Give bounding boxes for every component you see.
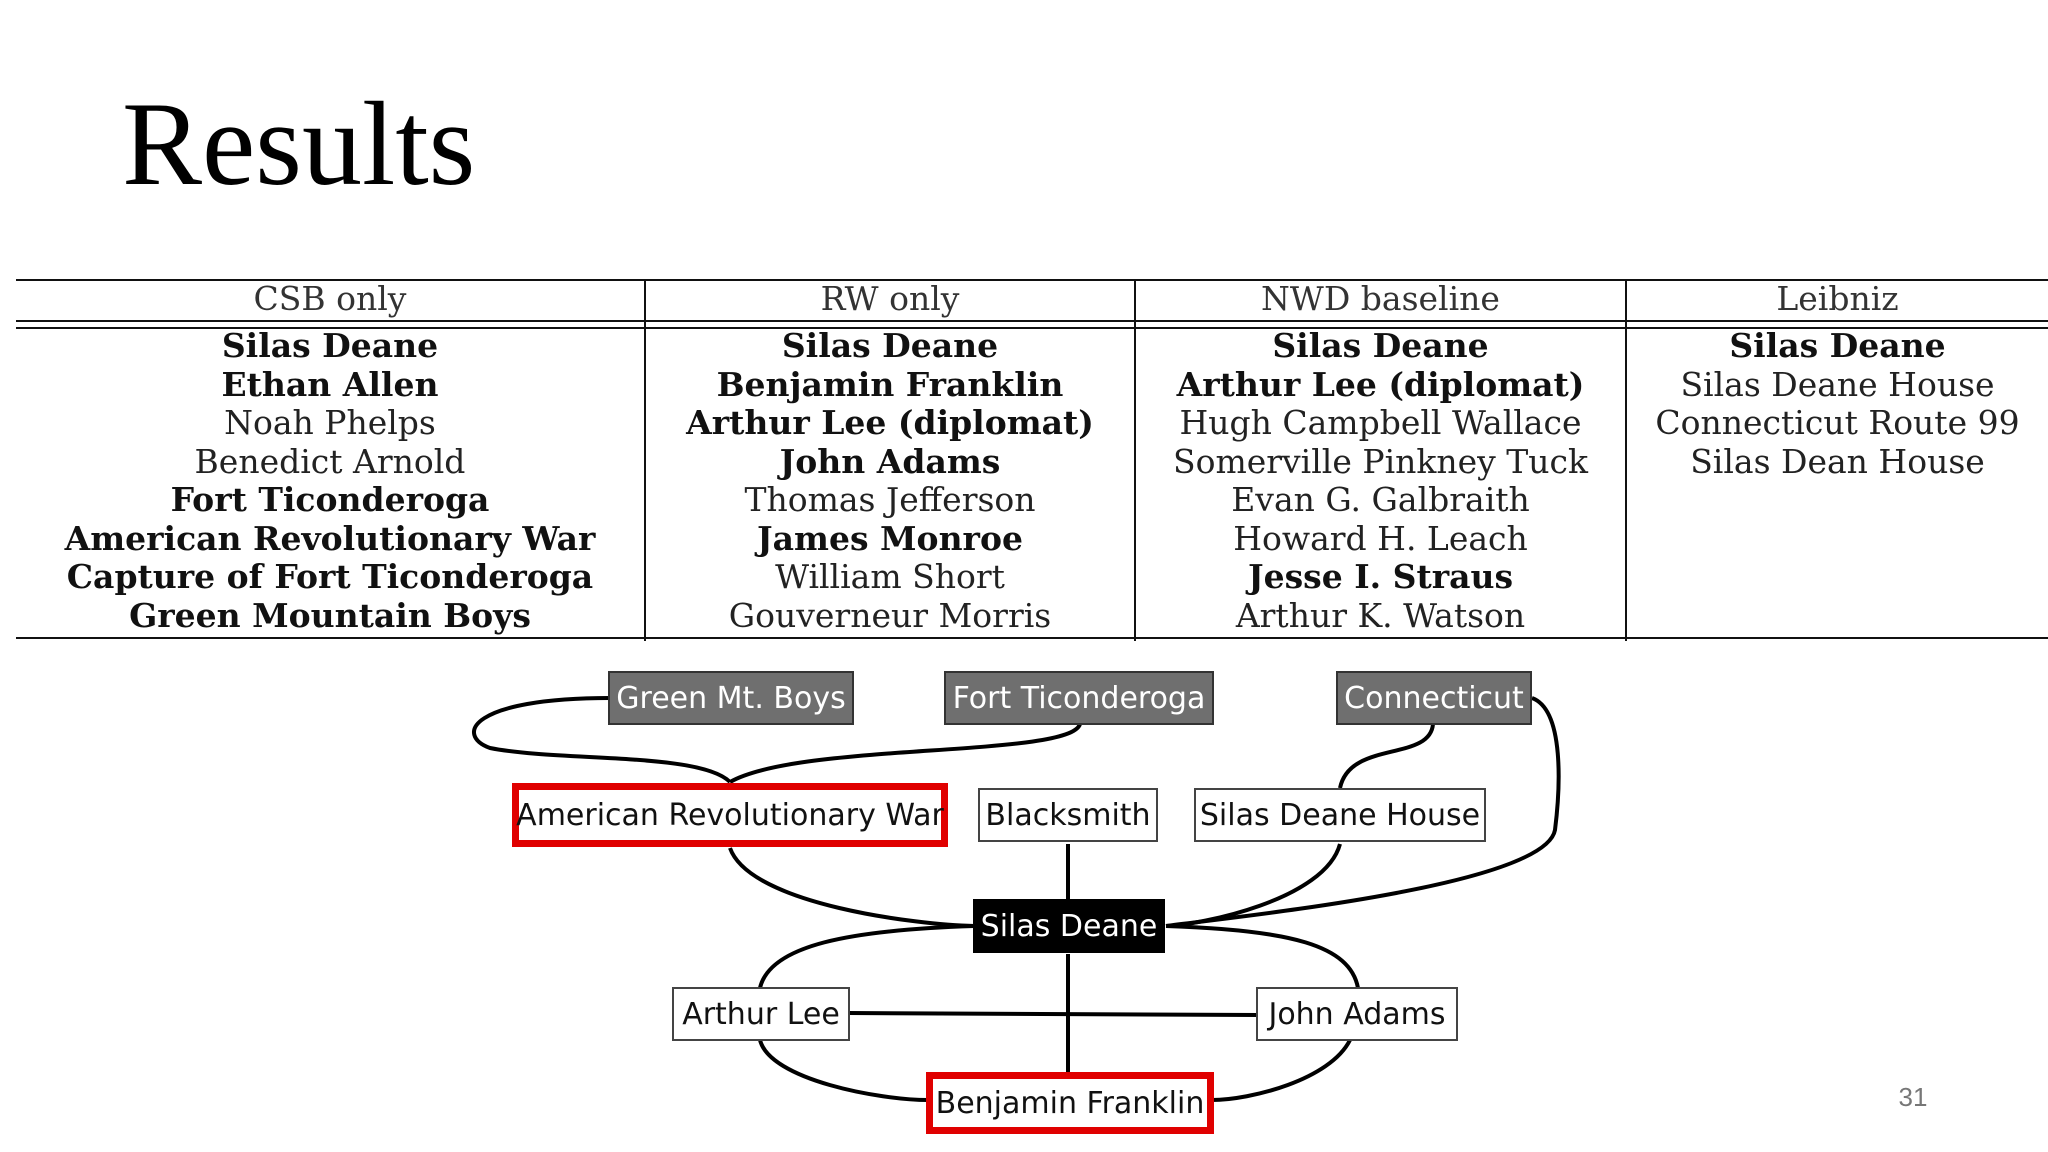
column-header-leibniz: Leibniz [1776, 279, 1899, 318]
table-cell: Jesse I. Straus [1247, 557, 1514, 596]
node-silas-deane: Silas Deane [973, 899, 1165, 953]
table-cell: Connecticut Route 99 [1655, 403, 2020, 442]
edge-arw-silas-deane [728, 847, 975, 928]
results-table: CSB only RW only NWD baseline Leibniz Si… [16, 279, 2048, 641]
column-header-nwd-baseline: NWD baseline [1261, 279, 1500, 318]
table-divider-2 [1134, 279, 1136, 641]
table-cell: Silas Dean House [1690, 441, 1985, 481]
edge-arthur-lee-john-adams [847, 1011, 1259, 1017]
page-number: 31 [1898, 1082, 1928, 1112]
table-top-rule [16, 279, 2048, 281]
table-cell: Hugh Campbell Wallace [1179, 403, 1582, 442]
table-cell: Evan G. Galbraith [1231, 480, 1530, 519]
node-green-mt-boys: Green Mt. Boys [608, 671, 854, 725]
table-cell: Howard H. Leach [1233, 518, 1528, 558]
edge-silas-deane-arthur-lee [758, 924, 975, 989]
edge-green-mt-boys-arw [472, 696, 732, 784]
table-cell: Gouverneur Morris [728, 595, 1052, 635]
table-cell: Benjamin Franklin [716, 364, 1064, 404]
edge-arthur-lee-benjamin-franklin [758, 1039, 929, 1102]
table-cell: Silas Deane House [1680, 364, 1995, 404]
table-cell: Benedict Arnold [194, 441, 466, 481]
table-cell: American Revolutionary War [64, 518, 596, 558]
table-cell: Thomas Jefferson [744, 480, 1036, 519]
table-cell: Silas Deane [221, 326, 439, 365]
table-cell: Noah Phelps [224, 403, 436, 442]
table-header-rule-1 [16, 320, 2048, 322]
table-cell: Silas Deane [1729, 326, 1946, 365]
table-cell: Silas Deane [1272, 326, 1489, 365]
node-connecticut: Connecticut [1336, 671, 1532, 725]
edge-connecticut-silas-deane [1165, 696, 1561, 928]
node-john-adams: John Adams [1256, 987, 1458, 1041]
node-fort-ticonderoga: Fort Ticonderoga [944, 671, 1214, 725]
table-header-rule-2 [16, 327, 2048, 329]
node-benjamin-franklin: Benjamin Franklin [926, 1072, 1214, 1134]
table-bottom-rule [16, 637, 2048, 639]
edge-connecticut-sdh [1338, 723, 1435, 789]
table-cell: Somerville Pinkney Tuck [1172, 441, 1589, 481]
table-divider-1 [644, 279, 646, 641]
table-cell: Arthur Lee (diplomat) [686, 403, 1094, 442]
table-cell: John Adams [779, 441, 1001, 481]
slide-title: Results [122, 77, 476, 210]
table-cell: Green Mountain Boys [129, 595, 531, 635]
table-cell: Arthur K. Watson [1235, 595, 1526, 635]
edge-john-adams-benjamin-franklin [1211, 1039, 1352, 1102]
table-cell: Arthur Lee (diplomat) [1176, 364, 1585, 404]
table-cell: James Monroe [757, 518, 1023, 558]
edge-fort-ticonderoga-arw [729, 722, 1082, 784]
node-arthur-lee: Arthur Lee [672, 987, 850, 1041]
node-american-revolutionary-war: American Revolutionary War [512, 783, 948, 847]
table-cell: Ethan Allen [221, 364, 439, 404]
edge-silas-deane-john-adams [1165, 924, 1360, 989]
table-cell: William Short [775, 557, 1005, 596]
table-cell: Capture of Fort Ticonderoga [66, 557, 594, 596]
table-divider-3 [1625, 279, 1627, 641]
node-silas-deane-house: Silas Deane House [1194, 788, 1486, 842]
table-cell: Silas Deane [781, 326, 999, 365]
column-header-csb-only: CSB only [253, 279, 407, 318]
edge-sdh-silas-deane [1165, 843, 1342, 928]
column-header-rw-only: RW only [820, 279, 960, 318]
node-blacksmith: Blacksmith [978, 788, 1158, 842]
table-cell: Fort Ticonderoga [170, 480, 490, 519]
